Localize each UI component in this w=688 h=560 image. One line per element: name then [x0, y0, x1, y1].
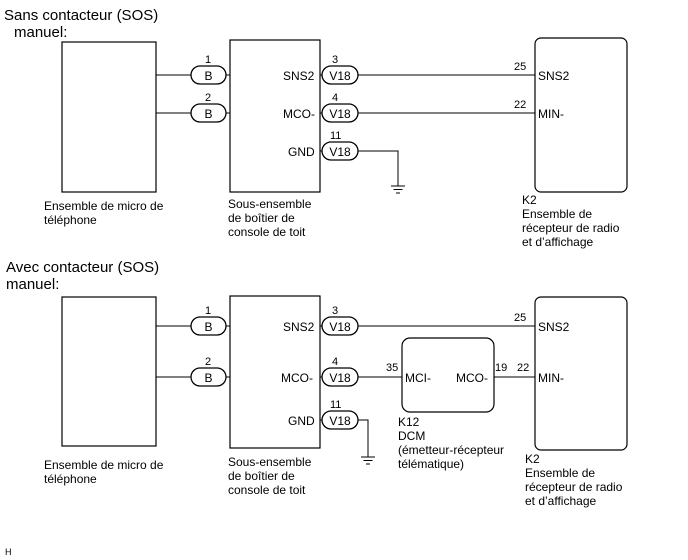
mic-assembly-box-2: [61, 296, 157, 447]
diagram2-title-line1: Avec contacteur (SOS): [6, 259, 159, 276]
mic-label-line1: Ensemble de micro de: [44, 199, 164, 213]
sub2-pin4-connector: V18: [329, 371, 351, 385]
k2-label-line1: Ensemble de: [522, 207, 592, 221]
connector2-b-pin2: [190, 367, 227, 387]
mic-label-line2: téléphone: [44, 213, 97, 227]
roof-console2-label-line3: console de toit: [228, 483, 306, 497]
mic2-label-line2: téléphone: [44, 472, 97, 486]
sub2-pin4-number: 4: [332, 356, 338, 368]
roof-console2-label-line2: de boîtier de: [228, 469, 295, 483]
k2b-code: K2: [525, 452, 540, 466]
dcm-pin-mci-name: MCI-: [405, 371, 431, 385]
k2b-pin-min-name: MIN-: [538, 371, 564, 385]
k2-pin25-number: 25: [514, 61, 526, 73]
dcm-code: K12: [398, 415, 420, 429]
sub2-pin-gnd-name: GND: [288, 414, 315, 428]
mic2-pin2-connector: B: [204, 371, 212, 385]
dcm-label-line3: télématique): [398, 457, 464, 471]
connector2-v18-pin11: [321, 410, 359, 430]
diagram-without-sos-switch: Sans contacteur (SOS) manuel: Ensemble d…: [4, 7, 628, 249]
mic2-label-line1: Ensemble de micro de: [44, 458, 164, 472]
k2-radio-box-2: [534, 296, 628, 451]
ground-symbol-2: [361, 456, 375, 465]
mic-assembly-box: [61, 41, 157, 193]
roof-console-label-line1: Sous-ensemble: [228, 197, 312, 211]
k2b-pin-sns2-name: SNS2: [538, 320, 570, 334]
diagram1-title-line1: Sans contacteur (SOS): [4, 7, 158, 24]
diagram1-title-line2: manuel:: [14, 24, 67, 41]
k2b-pin22-number: 22: [517, 362, 529, 374]
k2-label-line2: récepteur de radio: [522, 221, 620, 235]
roof-console2-label-line1: Sous-ensemble: [228, 455, 312, 469]
sub2-pin11-connector: V18: [329, 414, 351, 428]
sub-pin-sns2-name: SNS2: [283, 69, 315, 83]
sub2-pin3-number: 3: [332, 305, 338, 317]
connector2-v18-pin4: [321, 367, 359, 387]
roof-console-label-line3: console de toit: [228, 225, 306, 239]
roof-console-label-line2: de boîtier de: [228, 211, 295, 225]
mic-pin2-number: 2: [205, 92, 211, 104]
k2-radio-box: [534, 37, 628, 193]
sub-pin-gnd-name: GND: [288, 145, 315, 159]
connector-b-pin1: [190, 65, 227, 85]
sub-pin4-connector: V18: [329, 107, 351, 121]
k2b-label-line3: et d’affichage: [525, 494, 596, 508]
mic2-pin2-number: 2: [205, 356, 211, 368]
sub-pin-mco-name: MCO-: [283, 107, 315, 121]
k2-pin-min-name: MIN-: [538, 107, 564, 121]
sub-pin11-number: 11: [330, 130, 341, 142]
mic2-pin1-connector: B: [204, 320, 212, 334]
sub2-pin-sns2-name: SNS2: [283, 320, 315, 334]
connector2-v18-pin3: [321, 316, 359, 336]
mic2-pin1-number: 1: [205, 305, 211, 317]
sub2-pin3-connector: V18: [329, 320, 351, 334]
dcm-label-line1: DCM: [398, 429, 425, 443]
connector-v18-pin11: [321, 141, 359, 161]
k2-code: K2: [522, 193, 537, 207]
dcm-pin35-number: 35: [386, 362, 398, 374]
mic-pin1-number: 1: [205, 54, 211, 66]
k2b-label-line1: Ensemble de: [525, 466, 595, 480]
sub-pin4-number: 4: [332, 92, 338, 104]
connector-v18-pin3: [321, 65, 359, 85]
dcm-pin19-number: 19: [495, 362, 507, 374]
diagram2-title-line2: manuel:: [6, 276, 59, 293]
k2-label-line3: et d’affichage: [522, 235, 593, 249]
sub-pin11-connector: V18: [329, 145, 351, 159]
k2b-label-line2: récepteur de radio: [525, 480, 623, 494]
sub2-pin-mco-name: MCO-: [281, 371, 313, 385]
k2-pin-sns2-name: SNS2: [538, 69, 570, 83]
diagram-with-sos-switch: Avec contacteur (SOS) manuel: Ensemble d…: [6, 259, 628, 508]
dcm-pin-mco-name: MCO-: [456, 371, 488, 385]
mic-pin2-connector: B: [204, 107, 212, 121]
dcm-label-line2: (émetteur-récepteur: [398, 443, 504, 457]
connector-b-pin2: [190, 103, 227, 123]
dcm-box: [401, 337, 495, 413]
roof-console-box: [229, 39, 321, 193]
footer-mark: H: [5, 547, 12, 557]
sub-pin3-number: 3: [332, 54, 338, 66]
k2b-pin25-number: 25: [514, 312, 526, 324]
ground-symbol: [391, 185, 405, 194]
roof-console-box-2: [229, 295, 321, 449]
k2-pin22-number: 22: [514, 99, 526, 111]
sub2-pin11-number: 11: [330, 399, 341, 411]
mic-pin1-connector: B: [204, 69, 212, 83]
connector2-b-pin1: [190, 316, 227, 336]
sub-pin3-connector: V18: [329, 69, 351, 83]
connector-v18-pin4: [321, 103, 359, 123]
